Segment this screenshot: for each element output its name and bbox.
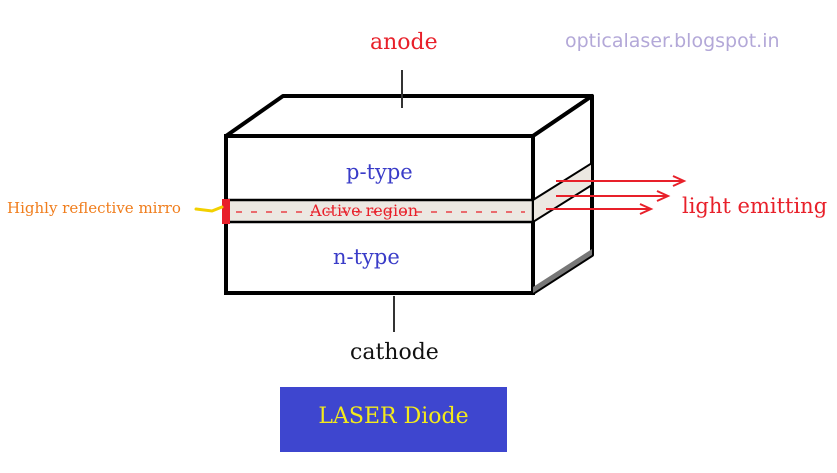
mirror-bar — [222, 199, 230, 224]
active-layer-side — [532, 161, 593, 224]
light-emitting-label: light emitting — [682, 194, 828, 218]
mirror-pointer — [194, 205, 224, 213]
top-face — [224, 94, 594, 138]
light-arrows — [546, 175, 687, 215]
watermark-text: opticalaser.blogspot.in — [565, 30, 780, 52]
cathode-label: cathode — [350, 340, 439, 365]
anode-label: anode — [370, 30, 438, 55]
p-type-label: p-type — [346, 160, 413, 184]
active-region-label: Active region — [310, 201, 419, 220]
diagram-title: LASER Diode — [318, 404, 469, 429]
title-box: LASER Diode — [280, 387, 507, 452]
n-type-label: n-type — [333, 245, 400, 269]
mirror-label: Highly reflective mirro — [7, 199, 181, 217]
side-shade — [533, 249, 592, 293]
